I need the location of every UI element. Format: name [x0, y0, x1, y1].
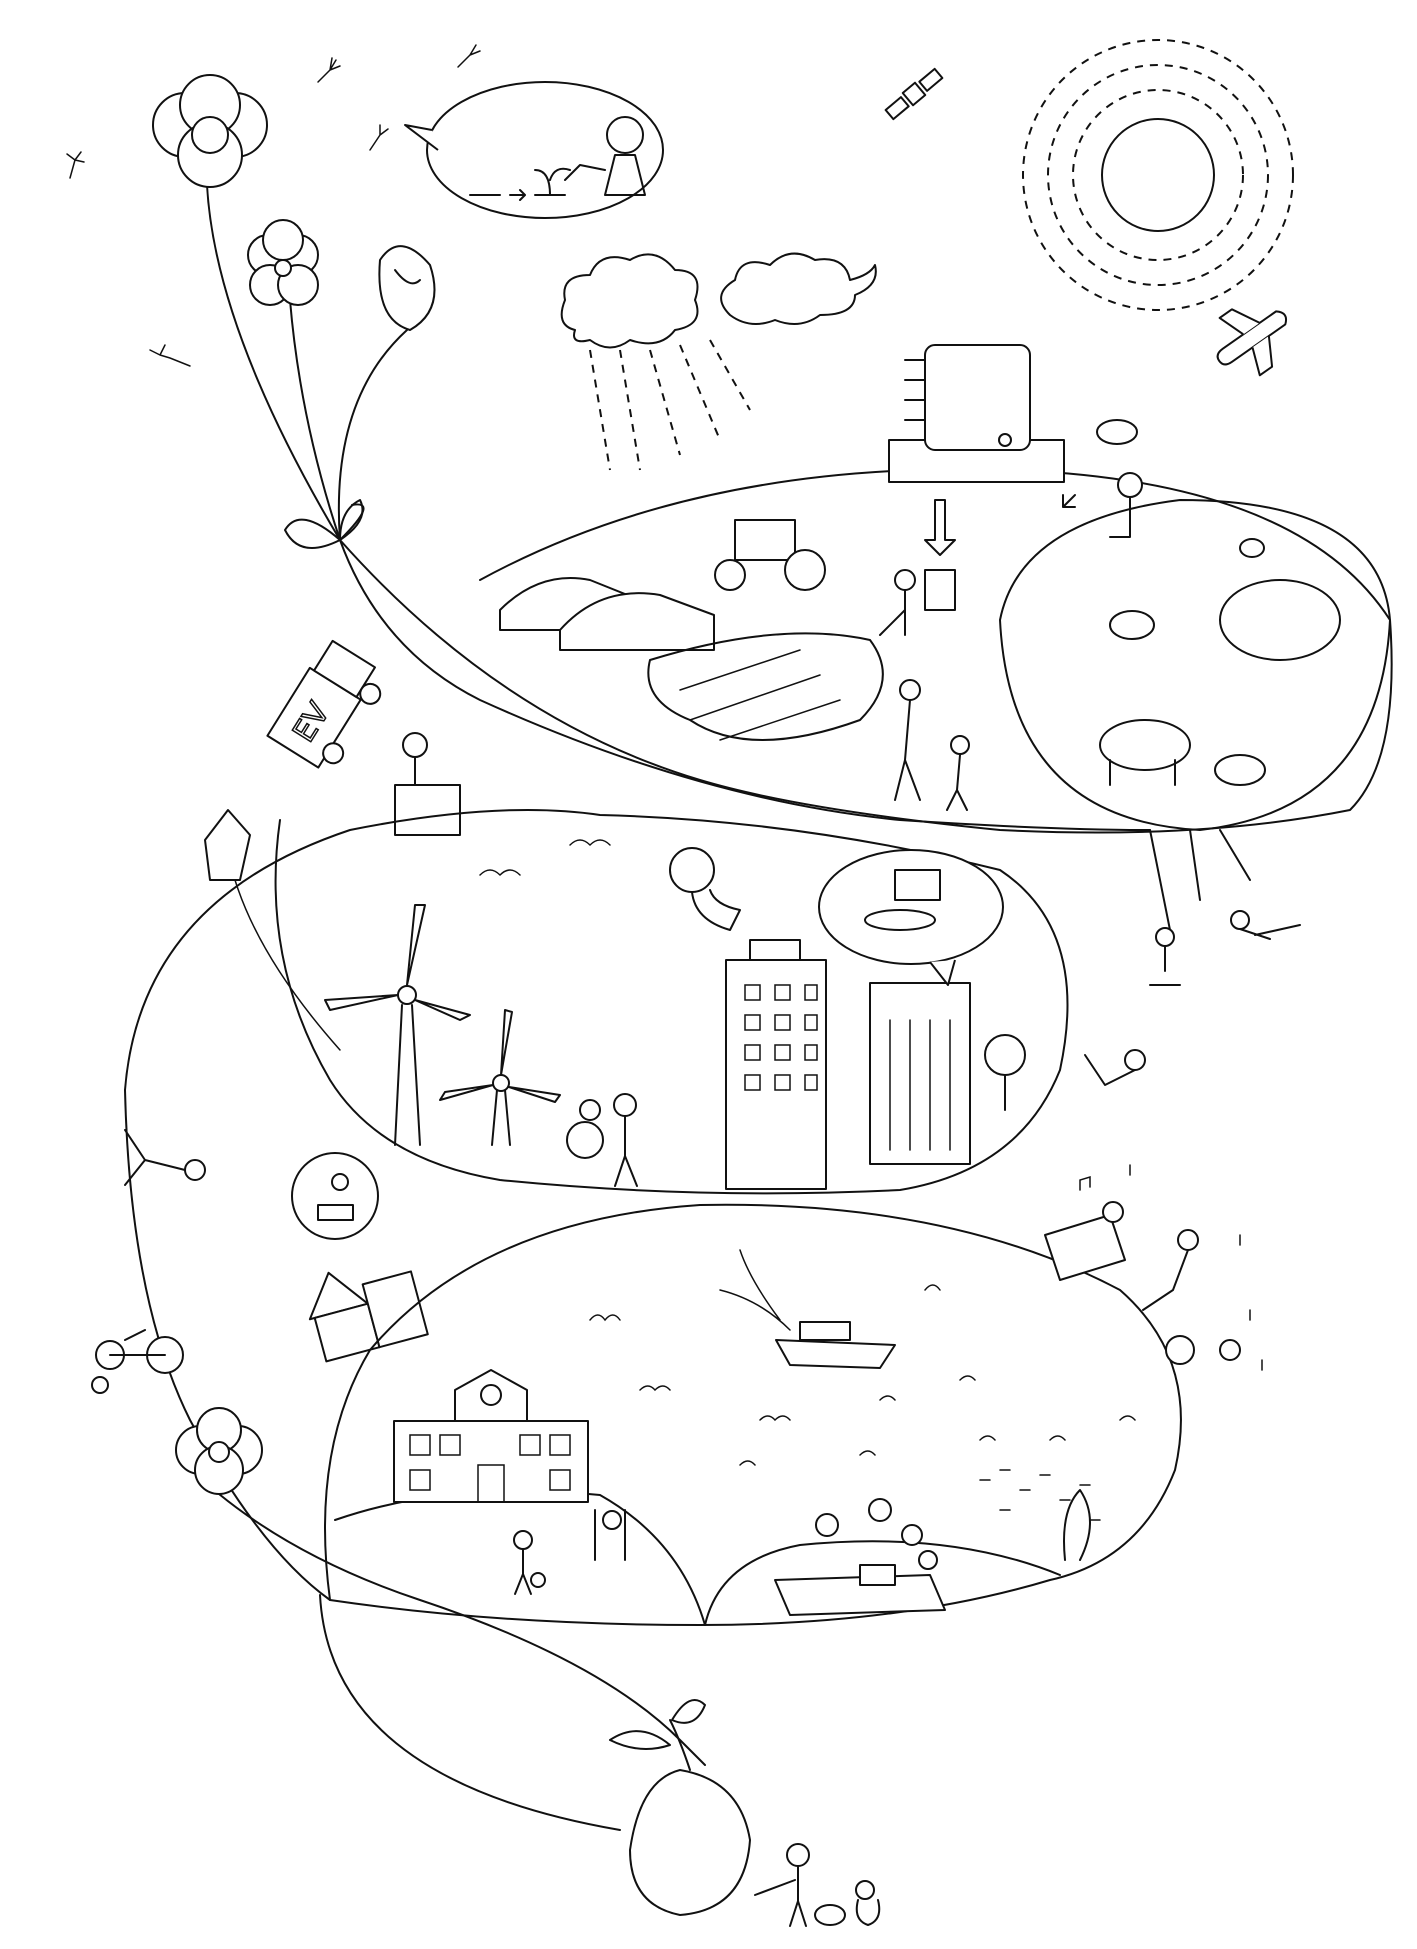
satellite-icon — [884, 67, 944, 121]
seed-sprout-icon — [609, 1699, 751, 1916]
side-people — [91, 1129, 206, 1394]
top-flowers — [152, 74, 1151, 831]
flower-bud-icon — [378, 245, 436, 331]
house-icon — [308, 1270, 429, 1363]
speech-bubble-meeting — [818, 849, 1004, 986]
ev-truck-icon: EV — [266, 639, 382, 769]
trash-bin-icon — [924, 569, 956, 611]
musicians — [1044, 1164, 1263, 1371]
wind-turbine-icon — [439, 1009, 561, 1146]
speech-bubble-gardening — [404, 81, 664, 219]
swing-children — [1084, 910, 1301, 1086]
dandelion-seeds — [66, 44, 481, 367]
flower-icon — [152, 74, 268, 188]
water-tank-icon — [888, 344, 1065, 483]
fish-school — [979, 1469, 1101, 1521]
greenhouse-icon — [499, 577, 715, 651]
kite-icon — [204, 809, 341, 1051]
lake-region — [319, 1203, 1182, 1831]
hot-air-balloon-icon — [669, 847, 741, 931]
airplane-icon — [1216, 308, 1288, 377]
seaweed-icon — [1063, 1489, 1091, 1561]
scientist-at-desk — [394, 732, 461, 836]
arrow-down-icon — [924, 499, 956, 556]
ship-icon — [719, 1249, 896, 1369]
school-building-icon — [393, 1369, 589, 1503]
sun-icon — [1022, 39, 1294, 311]
rain-cloud-icon — [560, 253, 751, 471]
people-walking — [879, 472, 1143, 811]
wheelchair-people — [566, 1093, 638, 1187]
city-region — [124, 809, 1069, 1601]
office-building-icon — [725, 939, 827, 1190]
farm-region — [339, 344, 1393, 931]
birds-icon — [479, 839, 611, 877]
children-watering — [754, 1843, 881, 1927]
arrow-icon — [1062, 494, 1076, 508]
wind-turbine-icon — [324, 904, 471, 1146]
children-playing — [513, 1509, 626, 1595]
tree-icon — [984, 1034, 1026, 1111]
flower-icon — [247, 219, 319, 306]
tractor-icon — [714, 519, 826, 591]
farm-animals — [1096, 419, 1341, 786]
office-building-icon — [869, 982, 971, 1165]
bottom-flower — [175, 1407, 706, 1766]
speech-bubble-remote-work — [291, 1152, 379, 1240]
cloud-icon — [720, 252, 877, 325]
birds-icon — [589, 1284, 1136, 1466]
crop-field — [647, 632, 884, 741]
family-picnic — [774, 1498, 946, 1616]
